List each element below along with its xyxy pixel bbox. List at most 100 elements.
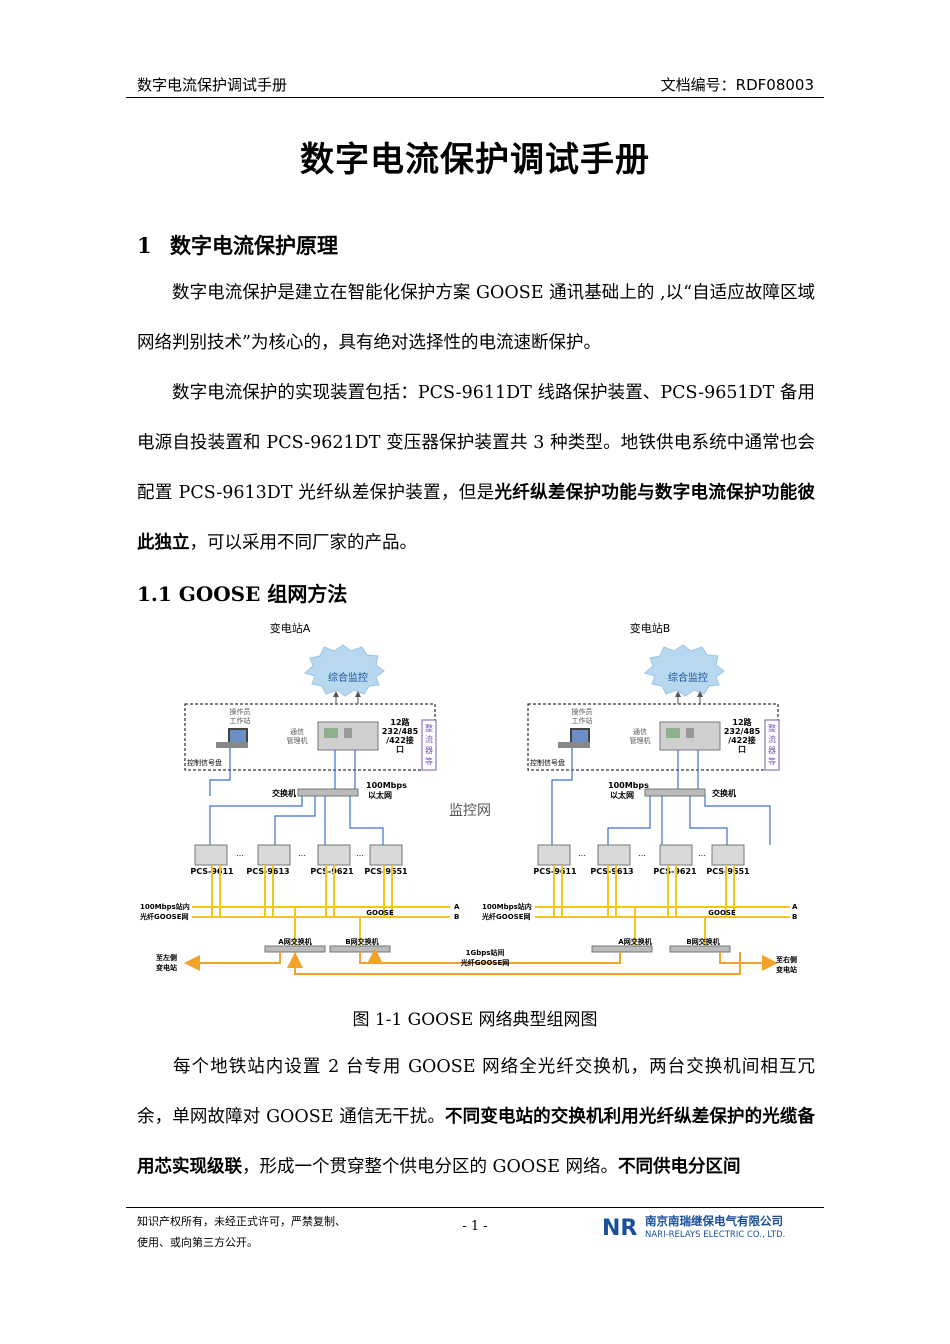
monitor-cloud-a: 综合监控	[303, 644, 385, 697]
paragraph-3-bold-2: 不同供电分区间	[618, 1157, 741, 1177]
header-doc-number: 文档编号：RDF08003	[660, 76, 814, 94]
footer-copyright: 知识产权所有，未经正式许可，严禁复制、 使用、或向第三方公开。	[137, 1211, 346, 1253]
device-b-9611: PCS-9611	[533, 867, 577, 876]
monitor-cloud-b-label: 综合监控	[668, 671, 708, 684]
monitor-net-lines-b	[551, 748, 771, 845]
rectifier-char-4: 等	[425, 756, 433, 766]
monitor-net-lines-a	[209, 748, 384, 845]
company-logo: NR 南京南瑞继保电气有限公司 NARI-RELAYS ELECTRIC CO.…	[602, 1214, 785, 1241]
goose-a-label: GOOSE	[366, 909, 394, 917]
switch-a-icon	[297, 788, 359, 797]
station-a-label: 变电站A	[270, 621, 311, 635]
to-left-label-1: 至左侧	[156, 953, 177, 962]
switch-a-net-b-label: B网交换机	[345, 937, 378, 946]
goose-lines-b	[535, 865, 790, 946]
rectifier-b-box	[764, 719, 780, 771]
dots-a-2: …	[298, 849, 306, 858]
section-heading-1: 1 数字电流保护原理	[137, 230, 338, 260]
switch-a-label: 交换机	[272, 788, 296, 798]
ctrl-signal-b-label: 控制信号盘	[530, 758, 565, 767]
goose-inner-a-2: 光纤GOOSE网	[139, 912, 188, 921]
rectifier-box	[421, 719, 437, 771]
paragraph-2-text: 数字电流保护的实现装置包括：PCS-9611DT 线路保护装置、PCS-9651…	[137, 383, 815, 503]
dots-a-3: …	[356, 849, 364, 858]
paragraph-3: 每个地铁站内设置 2 台专用 GOOSE 网络全光纤交换机，两台交换机间相互冗余…	[137, 1042, 815, 1192]
ethernet-a-label-2: 以太网	[368, 790, 392, 800]
switch-b-net-a-icon	[591, 945, 653, 953]
device-b-9651: PCS-9651	[706, 867, 750, 876]
serial-b-label-1: 12路	[732, 717, 752, 727]
net-a-label-b: A	[792, 903, 798, 911]
operator-label-1: 操作员	[230, 707, 251, 716]
rectifier-char-3: 器	[425, 746, 433, 755]
section-heading-1-1: 1.1 GOOSE 组网方法	[137, 582, 348, 606]
switch-b-label: 交换机	[712, 788, 736, 798]
operator-workstation-b-icon	[558, 728, 590, 748]
switch-a-net-a-icon	[264, 945, 326, 953]
header-divider	[126, 97, 824, 98]
switch-a-net-a-label: A网交换机	[278, 937, 311, 946]
net-b-label-b: B	[792, 913, 797, 921]
serial-b-label-3: /422接	[728, 735, 756, 745]
rectifier-b-char-2: 流	[768, 734, 776, 744]
rectifier-b-char-4: 等	[768, 756, 776, 766]
device-a-9621: PCS-9621	[310, 867, 354, 876]
comm-manager-device-icon	[317, 721, 379, 751]
paragraph-2-tail: ，可以采用不同厂家的产品。	[189, 533, 418, 553]
paragraph-1-text: 数字电流保护是建立在智能化保护方案 GOOSE 通讯基础上的 ,以“自适应故障区…	[137, 283, 815, 353]
inter-station-links	[184, 948, 778, 975]
paragraph-1: 数字电流保护是建立在智能化保护方案 GOOSE 通讯基础上的 ,以“自适应故障区…	[137, 268, 815, 368]
operator-b-label-1: 操作员	[572, 707, 593, 716]
device-a-9651: PCS-9651	[364, 867, 408, 876]
figure-caption: 图 1-1 GOOSE 网络典型组网图	[352, 1010, 598, 1030]
serial-b-label-2: 232/485	[724, 727, 761, 736]
operator-workstation-icon	[216, 728, 248, 748]
inter-label-2: 光纤GOOSE网	[460, 958, 509, 967]
operator-b-label-2: 工作站	[572, 716, 593, 725]
device-a-9613: PCS-9613	[246, 867, 289, 876]
goose-inner-b-1: 100Mbps站内	[482, 902, 532, 911]
company-name-cn: 南京南瑞继保电气有限公司	[645, 1214, 783, 1228]
comm-mgr-label-1: 通信	[290, 727, 304, 736]
copyright-line-2: 使用、或向第三方公开。	[137, 1236, 258, 1249]
section-title: 数字电流保护原理	[170, 234, 338, 258]
switch-b-icon	[644, 788, 706, 797]
to-left-label-2: 变电站	[156, 963, 177, 972]
comm-manager-device-b-icon	[659, 721, 721, 751]
comm-mgr-b-label-2: 管理机	[630, 736, 651, 745]
copyright-line-1: 知识产权所有，未经正式许可，严禁复制、	[137, 1215, 346, 1228]
logo-mark: NR	[602, 1216, 637, 1241]
company-name-en: NARI-RELAYS ELECTRIC CO., LTD.	[645, 1230, 785, 1240]
monitor-cloud-label: 综合监控	[328, 671, 368, 684]
paragraph-3-mid: ，形成一个贯穿整个供电分区的 GOOSE 网络。	[242, 1157, 619, 1177]
ethernet-a-label-1: 100Mbps	[366, 781, 407, 790]
footer-divider	[126, 1207, 824, 1208]
switch-b-net-a-label: A网交换机	[618, 937, 651, 946]
to-right-label-2: 变电站	[776, 965, 797, 974]
rectifier-b-char-3: 器	[768, 746, 776, 755]
inter-label-1: 1Gbps站间	[466, 948, 505, 957]
device-b-9613: PCS-9613	[590, 867, 633, 876]
dots-b-2: …	[638, 849, 646, 858]
section-number: 1	[137, 233, 152, 258]
net-b-label-a: B	[454, 913, 459, 921]
dots-a-1: …	[236, 849, 244, 858]
monitor-cloud-b: 综合监控	[643, 644, 725, 697]
switch-a-net-b-icon	[329, 945, 391, 953]
station-b-label: 变电站B	[630, 621, 671, 635]
header-doc-title: 数字电流保护调试手册	[137, 76, 288, 94]
dots-b-1: …	[578, 849, 586, 858]
dots-b-3: …	[698, 849, 706, 858]
devices-b	[537, 844, 745, 866]
goose-inner-b-2: 光纤GOOSE网	[481, 912, 530, 921]
goose-lines-a	[192, 865, 450, 946]
goose-network-diagram: 变电站A 综合监控 操作员 工作站 通信 管理机 12路 232/485 /42…	[139, 621, 798, 975]
serial-label-3: /422接	[386, 735, 414, 745]
switch-b-net-b-icon	[669, 945, 731, 953]
goose-inner-a-1: 100Mbps站内	[140, 902, 190, 911]
ethernet-b-label-1: 100Mbps	[608, 781, 649, 790]
comm-mgr-b-label-1: 通信	[633, 727, 647, 736]
paragraph-3-text: 每个地铁站内设置 2 台专用 GOOSE 网络全光纤交换机，两台交换机间相互冗余…	[137, 1057, 815, 1127]
goose-b-label: GOOSE	[708, 909, 736, 917]
rectifier-char-1: 整	[425, 723, 433, 733]
